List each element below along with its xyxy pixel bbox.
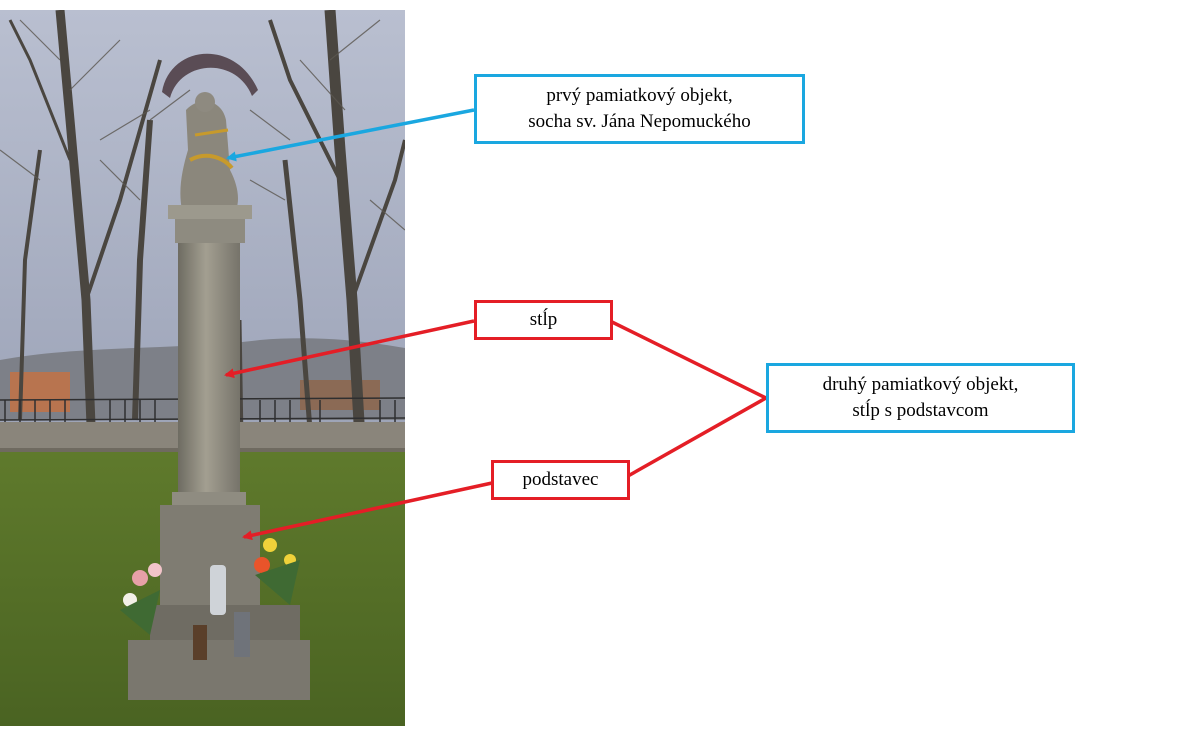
label-column-text: stĺp bbox=[529, 309, 558, 331]
flowers bbox=[120, 538, 300, 635]
label-statue-text: prvý pamiatkový objekt, socha sv. Jána N… bbox=[528, 85, 751, 132]
connector-arrows bbox=[224, 108, 767, 541]
label-pedestal: podstavec bbox=[491, 460, 630, 500]
label-pedestal-text: podstavec bbox=[522, 469, 599, 491]
label-statue: prvý pamiatkový objekt, socha sv. Jána N… bbox=[474, 74, 805, 144]
monument-photo bbox=[0, 10, 405, 726]
label-second-object: druhý pamiatkový objekt, stĺp s podstavc… bbox=[766, 363, 1075, 433]
label-column: stĺp bbox=[474, 300, 613, 340]
label-second-object-text: druhý pamiatkový objekt, stĺp s podstavc… bbox=[822, 374, 1019, 421]
